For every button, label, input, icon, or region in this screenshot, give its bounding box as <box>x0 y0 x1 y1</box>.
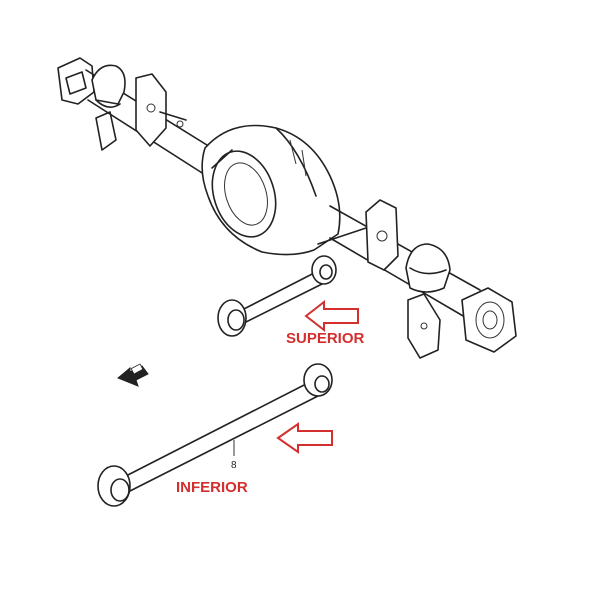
red-arrow-left-icon <box>276 422 333 454</box>
inferior-label: INFERIOR <box>176 479 248 496</box>
part-number-label: 8 <box>231 460 237 471</box>
rear-axle-housing <box>57 57 517 359</box>
lower-arm-bushing-rear <box>303 363 333 397</box>
lower-arm-bushing-front <box>97 465 131 507</box>
lower-control-arm: 8 <box>97 363 333 507</box>
upper-control-arm <box>217 255 337 337</box>
upper-arm-bushing-rear <box>311 255 337 285</box>
upper-arm-bushing-front <box>217 299 247 337</box>
front-arrow-icon <box>117 363 149 387</box>
red-arrow-left-icon <box>304 299 359 333</box>
superior-label: SUPERIOR <box>286 330 365 347</box>
